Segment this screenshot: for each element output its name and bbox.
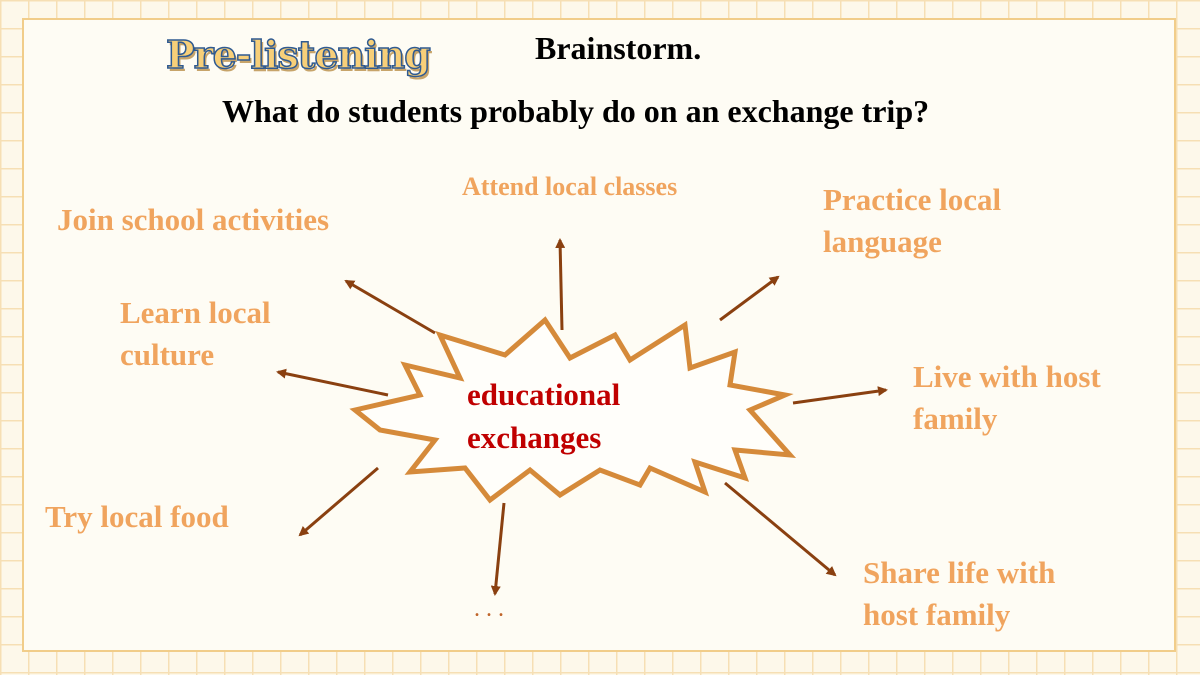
question-text: What do students probably do on an excha… [222, 93, 930, 129]
center-topic-line1: educational [467, 377, 621, 412]
idea-learn-line1: Learn local [120, 295, 271, 330]
idea-try-food: Try local food [45, 496, 229, 538]
idea-practice-language: Practice local language [823, 179, 1001, 263]
idea-learn-culture: Learn local culture [120, 292, 271, 376]
arrow-live [792, 386, 888, 405]
center-topic: educational exchanges [467, 373, 620, 459]
idea-attend-classes: Attend local classes [462, 166, 677, 208]
arrow-practice [719, 275, 780, 322]
arrow-more [490, 502, 506, 596]
section-title: Pre-listening [165, 31, 431, 78]
idea-live-line1: Live with host [913, 359, 1101, 394]
activity-heading: Brainstorm. [535, 30, 702, 66]
idea-join-text: Join school activities [57, 202, 330, 237]
idea-attend-text: Attend local classes [462, 172, 678, 201]
slide-panel [22, 18, 1176, 652]
arrow-share [724, 481, 837, 577]
idea-live-host-family: Live with host family [913, 356, 1101, 440]
idea-practice-line2: language [823, 224, 942, 259]
arrow-learn [276, 368, 389, 397]
idea-food-text: Try local food [45, 499, 229, 534]
arrow-join [344, 279, 436, 335]
idea-learn-line2: culture [120, 337, 215, 372]
more-ideas-ellipsis: ... [474, 596, 510, 622]
idea-join-activities: Join school activities [57, 199, 329, 241]
idea-live-line2: family [913, 401, 998, 436]
arrow-attend [555, 238, 566, 331]
burst-shape [349, 316, 797, 504]
idea-share-life: Share life with host family [863, 552, 1055, 636]
idea-share-line2: host family [863, 597, 1011, 632]
center-topic-line2: exchanges [467, 420, 602, 455]
idea-share-line1: Share life with [863, 555, 1056, 590]
idea-practice-line1: Practice local [823, 182, 1002, 217]
arrow-food [298, 466, 379, 537]
